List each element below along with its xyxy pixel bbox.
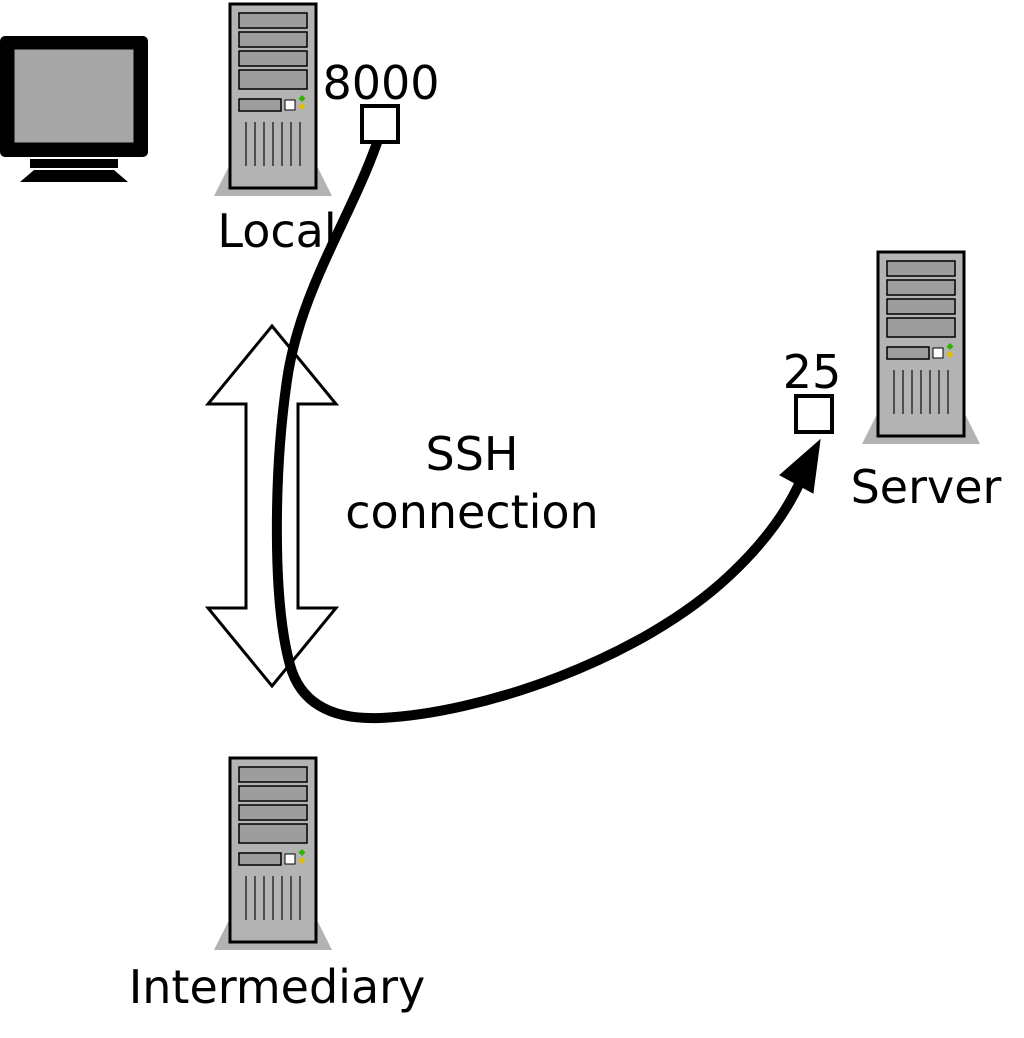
port-8000-socket (360, 104, 400, 144)
local-label: Local (217, 204, 336, 258)
ssh-label-line1: SSH (426, 427, 519, 481)
ssh-double-arrow (204, 323, 340, 689)
local-computer-icon (212, 2, 334, 198)
tunnel-arrowhead (779, 438, 821, 494)
intermediary-computer-icon (212, 756, 334, 952)
server-computer-icon (860, 250, 982, 446)
port-8000-label: 8000 (322, 56, 439, 110)
ssh-label-line2: connection (345, 485, 598, 539)
tunnel-cable (271, 135, 805, 724)
monitor-icon (0, 36, 148, 182)
intermediary-label: Intermediary (129, 960, 426, 1014)
server-label: Server (851, 460, 1002, 514)
ssh-connection-label: SSH connection (345, 427, 598, 539)
port-25-socket (794, 394, 834, 434)
port-25-label: 25 (783, 345, 842, 399)
